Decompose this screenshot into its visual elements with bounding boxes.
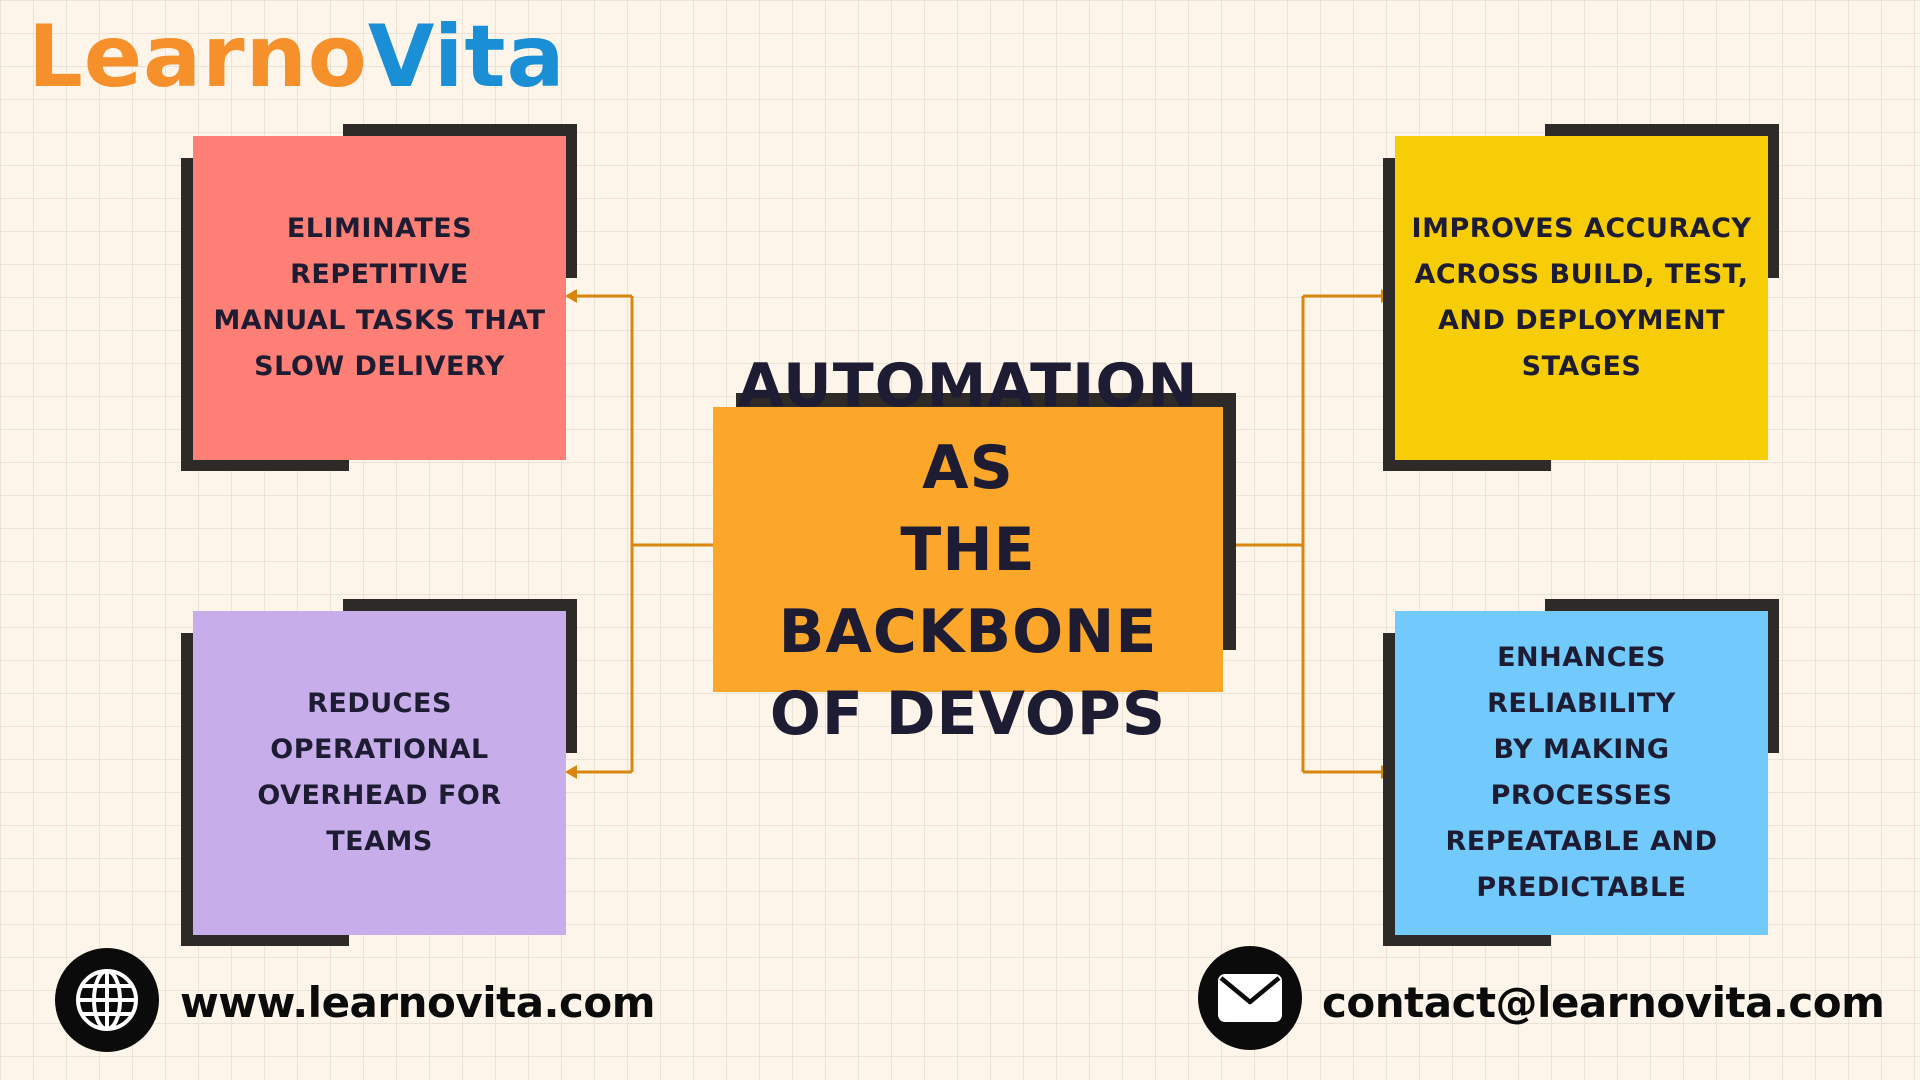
card-face: Reduces operational overhead for teams (193, 611, 566, 935)
card-line: Improves accuracy (1411, 213, 1752, 244)
card-text: Reduces operational overhead for teams (207, 681, 552, 865)
card-line: predictable (1476, 872, 1687, 903)
card-text: Enhances reliability by making processes… (1409, 635, 1754, 911)
logo-part-vita: Vita (367, 7, 566, 107)
card-text: Improves accuracy across build, test, an… (1412, 206, 1752, 390)
card-face: Enhances reliability by making processes… (1395, 611, 1768, 935)
card-line: Reduces operational (270, 688, 489, 765)
card-face: Eliminates repetitive manual tasks that … (193, 136, 566, 460)
card-line: Enhances reliability (1487, 642, 1676, 719)
center-title-line: Automation as (737, 350, 1199, 503)
card-line: overhead for teams (257, 780, 502, 857)
email-link[interactable]: contact@learnovita.com (1322, 978, 1885, 1027)
logo-part-learno: Learno (28, 7, 368, 107)
globe-icon (55, 948, 159, 1052)
card-line: manual tasks that (213, 305, 546, 336)
arrowhead-left-top (565, 289, 577, 303)
website-link[interactable]: www.learnovita.com (180, 978, 656, 1027)
center-card-face: Automation as the Backbone of DevOps (713, 351, 1223, 749)
center-title: Automation as the Backbone of DevOps (713, 345, 1223, 755)
card-line: across build, test, (1414, 259, 1749, 290)
center-title-line: the Backbone (778, 514, 1158, 667)
card-text: Eliminates repetitive manual tasks that … (207, 206, 552, 390)
card-face: Improves accuracy across build, test, an… (1395, 136, 1768, 460)
card-line: and deployment (1437, 305, 1726, 336)
center-title-line: of DevOps (769, 678, 1167, 749)
card-line: by making processes (1490, 734, 1673, 811)
card-line: repeatable and (1445, 826, 1718, 857)
envelope-icon (1198, 946, 1302, 1050)
card-line: stages (1521, 351, 1642, 382)
card-line: Eliminates repetitive (286, 213, 473, 290)
brand-logo: LearnoVita (28, 14, 566, 100)
arrowhead-left-bottom (565, 765, 577, 779)
card-line: slow delivery (254, 351, 505, 382)
